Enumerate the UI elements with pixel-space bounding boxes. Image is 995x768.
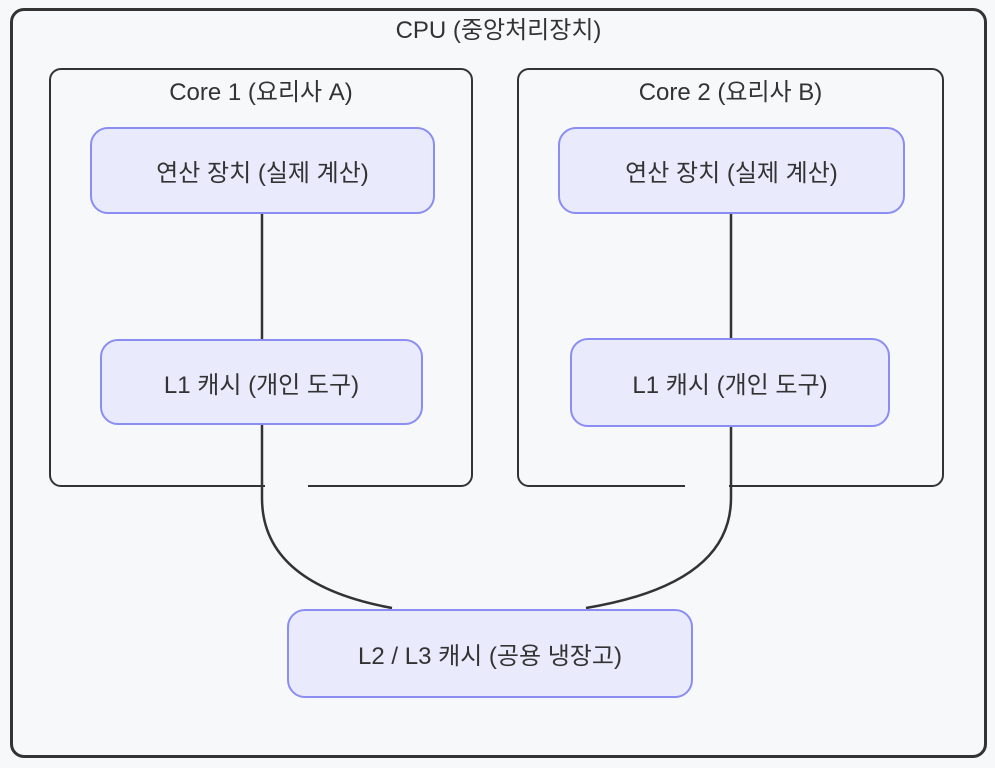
core1-alu-label: 연산 장치 (실제 계산) [156,160,369,187]
core2-subgraph-title: Core 2 (요리사 B) [638,79,823,106]
core2-alu-node: 연산 장치 (실제 계산) [558,127,905,214]
core2-l1-cache-label: L1 캐시 (개인 도구) [632,372,828,399]
core1-alu-node: 연산 장치 (실제 계산) [90,127,435,214]
core2-l1-cache-node: L1 캐시 (개인 도구) [570,338,890,427]
core1-border-gap [265,482,308,491]
core1-subgraph-title: Core 1 (요리사 A) [169,79,353,106]
cpu-subgraph [10,8,987,758]
core1-l1-cache-label: L1 캐시 (개인 도구) [163,371,360,399]
core1-l1-cache-node: L1 캐시 (개인 도구) [100,339,423,425]
l2-l3-cache-label: L2 / L3 캐시 (공용 냉장고) [358,643,622,670]
l2-l3-cache-node: L2 / L3 캐시 (공용 냉장고) [287,609,693,698]
core2-border-gap [685,482,729,491]
core2-alu-label: 연산 장치 (실제 계산) [625,160,838,187]
cpu-subgraph-title: CPU (중앙처리장치) [395,17,602,44]
